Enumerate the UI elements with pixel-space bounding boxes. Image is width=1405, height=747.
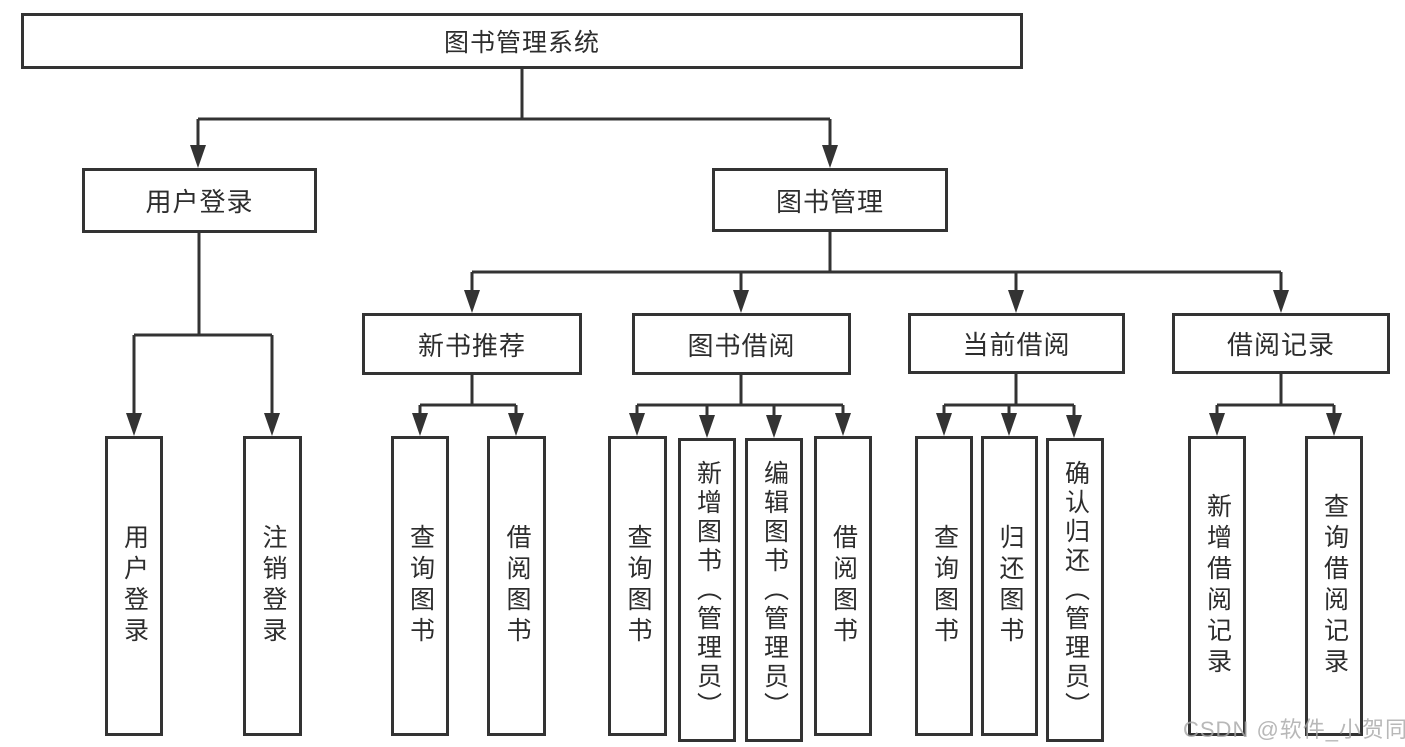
node-label: 新增图书（管理员） <box>693 459 722 721</box>
watermark-text: CSDN @软件_小贺同学 <box>1183 717 1405 742</box>
node-borrow-records: 借阅记录 <box>1172 313 1390 374</box>
node-new-book-recommend: 新书推荐 <box>362 313 582 375</box>
node-label: 新书推荐 <box>417 330 526 361</box>
node-label: 图书借阅 <box>687 330 796 361</box>
node-label: 查询图书 <box>624 524 652 648</box>
node-label: 查询图书 <box>406 524 435 648</box>
csdn-watermark: CSDN @软件_小贺同学 <box>1183 712 1405 744</box>
leaf-records-query-record: 查询借阅记录 <box>1305 436 1363 736</box>
node-label: 用户登录 <box>120 524 149 648</box>
leaf-records-add-record: 新增借阅记录 <box>1188 436 1246 736</box>
leaf-borrow-borrow-books: 借阅图书 <box>814 436 872 736</box>
leaf-recommend-borrow-books: 借阅图书 <box>487 436 546 736</box>
node-label: 借阅记录 <box>1226 330 1335 360</box>
leaf-borrow-add-books-admin: 新增图书（管理员） <box>678 438 736 742</box>
node-book-management: 图书管理 <box>712 168 948 232</box>
node-label: 用户登录 <box>145 187 254 217</box>
leaf-borrow-edit-books-admin: 编辑图书（管理员） <box>745 438 803 742</box>
leaf-recommend-query-books: 查询图书 <box>391 436 449 736</box>
node-label: 借阅图书 <box>829 524 858 648</box>
node-label: 查询图书 <box>930 524 959 648</box>
leaf-current-query-books: 查询图书 <box>915 436 973 736</box>
node-label: 图书管理系统 <box>443 29 600 57</box>
node-label: 归还图书 <box>996 524 1024 648</box>
node-label: 注销登录 <box>259 524 287 648</box>
node-label: 新增借阅记录 <box>1203 493 1232 679</box>
arrowheads <box>126 145 1342 438</box>
node-label: 编辑图书（管理员） <box>760 459 789 721</box>
leaf-logout: 注销登录 <box>243 436 302 736</box>
node-current-borrow: 当前借阅 <box>908 313 1125 374</box>
node-label: 查询借阅记录 <box>1320 493 1349 679</box>
node-label: 确认归还（管理员） <box>1061 459 1090 721</box>
leaf-user-login: 用户登录 <box>105 436 163 736</box>
node-book-borrow: 图书借阅 <box>632 313 851 375</box>
leaf-current-confirm-return-admin: 确认归还（管理员） <box>1046 438 1104 742</box>
leaf-borrow-query-books: 查询图书 <box>608 436 667 736</box>
leaf-current-return-books: 归还图书 <box>981 436 1038 736</box>
connector-path <box>132 69 1336 419</box>
node-label: 图书管理 <box>775 186 884 217</box>
node-label: 当前借阅 <box>962 330 1071 360</box>
node-book-management-system: 图书管理系统 <box>21 13 1023 69</box>
node-user-login: 用户登录 <box>82 168 317 233</box>
node-label: 借阅图书 <box>503 524 531 648</box>
